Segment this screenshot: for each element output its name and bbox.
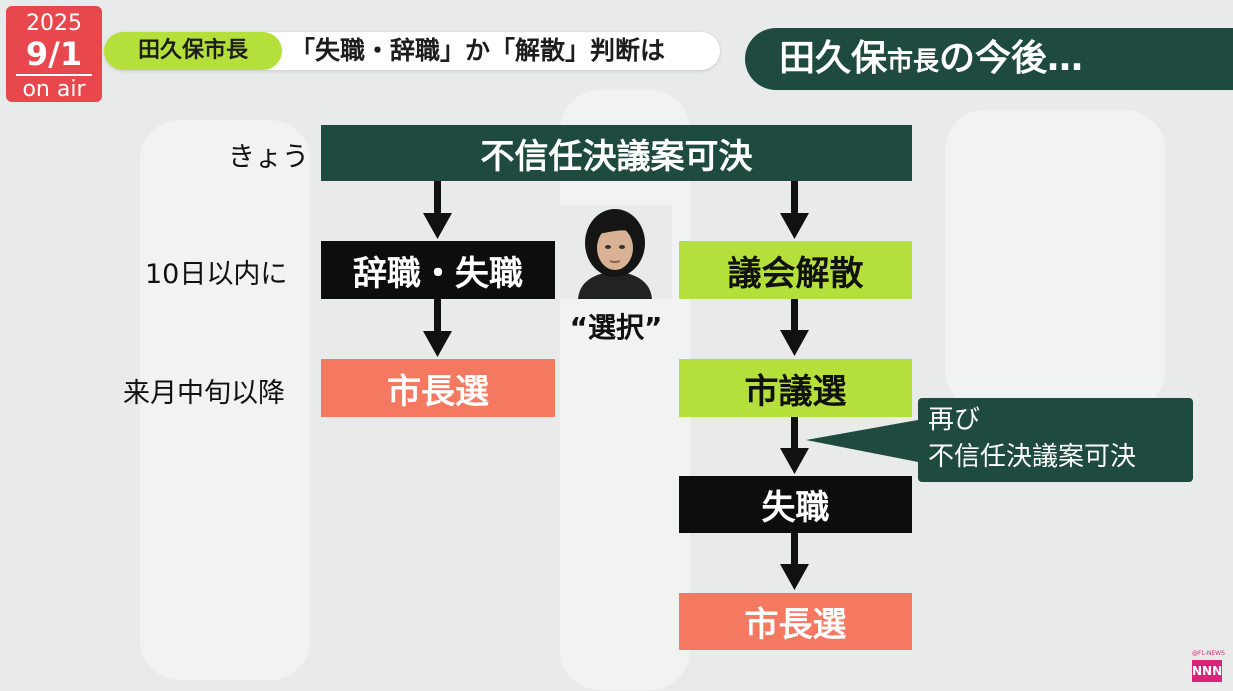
page-title: 田久保市長の今後… [779, 28, 1083, 93]
box-mayoral-election-left: 市長選 [321, 359, 555, 417]
background-shape [945, 110, 1165, 410]
callout-line2: 不信任決議案可決 [928, 442, 1137, 472]
title-part3: の今後… [939, 38, 1084, 79]
logo-mark: NNN [1192, 660, 1222, 682]
banner-tag: 田久保市長 [104, 32, 282, 70]
banner-text: 「失職・辞職」か「解散」判断は [290, 36, 666, 65]
callout-second-no-confidence: 再び 不信任決議案可決 [918, 398, 1193, 482]
title-part1: 田久保 [779, 38, 888, 79]
box-lose-office: 失職 [679, 476, 912, 533]
label-within-10-days: 10日以内に [145, 259, 288, 290]
box-no-confidence-passed: 不信任決議案可決 [321, 125, 912, 181]
date-badge: 2025 9/1 on air [6, 6, 102, 102]
headline-banner: 田久保市長 「失職・辞職」か「解散」判断は [104, 32, 720, 70]
network-logo: @FL-NEWS NNN [1192, 650, 1228, 686]
logo-small-text: @FL-NEWS [1192, 650, 1225, 657]
choice-label: “選択” [569, 311, 663, 344]
box-mayoral-election-right: 市長選 [679, 593, 912, 650]
box-dissolve-assembly: 議会解散 [679, 241, 912, 299]
date-divider [16, 74, 92, 76]
label-mid-next-month: 来月中旬以降 [123, 378, 285, 409]
onair-label: on air [22, 77, 86, 102]
box-resign-or-lose-office: 辞職・失職 [321, 241, 555, 299]
person-icon [558, 205, 672, 299]
title-part2: 市長 [887, 47, 940, 77]
mayor-portrait [558, 205, 672, 299]
background-shape [560, 90, 690, 690]
background-shape [140, 120, 310, 680]
callout-line1: 再び [928, 405, 981, 435]
date-day: 9/1 [25, 35, 83, 73]
box-city-council-election: 市議選 [679, 359, 912, 417]
title-box: 田久保市長の今後… [745, 28, 1233, 90]
label-today: きょう [228, 142, 309, 173]
date-year: 2025 [26, 11, 82, 36]
